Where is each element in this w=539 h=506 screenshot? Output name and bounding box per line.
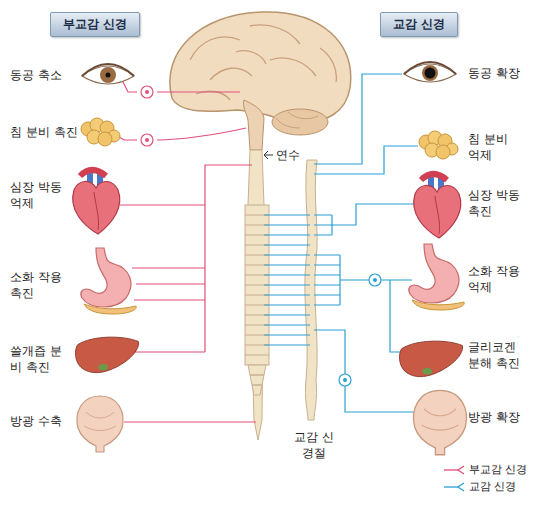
structure-label: 연수 [276,148,300,164]
effect-label: 동공 축소 [10,68,62,84]
legend-line [444,469,458,470]
legend-text: 부교감 신경 [469,462,528,477]
sympathetic-chain [305,160,317,420]
header-text: 부교감 신경 [63,16,127,33]
effect-label: 심장 박동 촉진 [468,188,523,219]
section-header: 부교감 신경 [50,12,140,37]
legend-text: 교감 신경 [469,479,517,494]
effect-label: 심장 박동 억제 [10,180,65,211]
left-stomach [81,248,136,314]
legend-line-sample [442,481,466,493]
left-heart [73,170,120,234]
right-stomach [409,244,464,310]
sympathetic-ganglia [339,274,381,386]
brain [170,12,351,150]
legend-line-sample [442,464,466,476]
right-liver [399,341,462,376]
header-text: 교감 신경 [393,16,445,33]
legend-line-end [458,466,464,474]
legend-row: 교감 신경 [442,478,528,495]
left-salivary-gland [81,118,120,146]
left-eye [82,64,134,84]
structure-label: 교감 신경절 [294,430,335,461]
legend: 부교감 신경교감 신경 [442,461,528,495]
effect-label: 쓸개즙 분비 촉진 [10,344,65,375]
effect-label: 소화 작용 억제 [468,264,523,295]
legend-row: 부교감 신경 [442,461,528,478]
left-bladder [77,396,123,452]
section-header: 교감 신경 [380,12,458,37]
right-bladder [414,390,467,454]
parasympathetic-nerves [114,80,256,422]
effect-label: 동공 확장 [468,66,520,82]
effect-label: 글리코겐 분해 촉진 [468,340,523,371]
effect-label: 소화 작용 촉진 [10,270,65,301]
right-eye [404,62,456,82]
effect-label: 침 분비 억제 [468,132,518,163]
effect-label: 방광 확장 [468,410,520,426]
sympathetic-nerves [264,74,418,412]
parasympathetic-ganglia [141,86,153,146]
right-salivary-gland [419,131,458,159]
legend-line [444,486,458,487]
medulla-pointer [264,151,273,159]
effect-label: 방광 수축 [10,414,62,430]
left-liver [75,337,138,372]
effect-label: 침 분비 촉진 [10,125,78,141]
right-heart [414,174,461,238]
legend-line-end [458,483,464,491]
